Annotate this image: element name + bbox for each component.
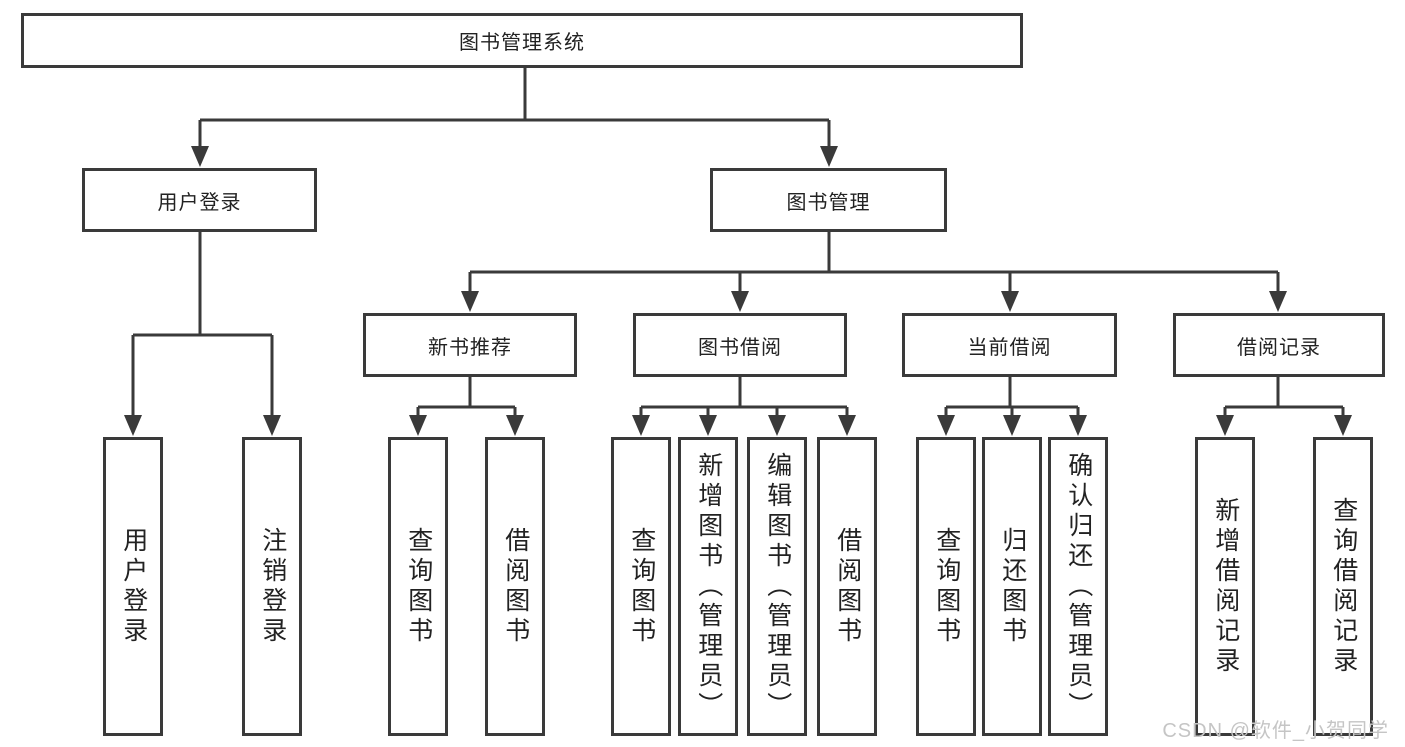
leaf-borrow-books-borrowing: 借阅图书 [817,437,877,736]
leaf-query-books-borrowing: 查询图书 [611,437,671,736]
leaf-borrow-books-recommend: 借阅图书 [485,437,545,736]
arrow-down-icon [1001,291,1019,312]
arrow-down-icon [506,415,524,436]
node-label: 图书管理系统 [459,32,585,54]
leaf-label: 用户登录 [119,526,148,647]
leaf-query-borrow-record: 查询借阅记录 [1313,437,1373,736]
node-label: 当前借阅 [967,336,1052,359]
leaf-label: 查询图书 [627,526,656,647]
arrow-down-icon [731,291,749,312]
arrow-down-icon [838,415,856,436]
leaf-label: 注销登录 [258,526,287,647]
arrow-down-icon [1334,415,1352,436]
node-label: 图书管理 [786,191,871,214]
node-label: 借阅记录 [1237,336,1321,359]
leaf-label: 新增借阅记录 [1211,496,1240,677]
leaf-label: 确认归还（管理员） [1064,451,1093,722]
arrow-down-icon [409,415,427,436]
arrow-down-icon [191,146,209,167]
leaf-query-books-recommend: 查询图书 [388,437,448,736]
node-label: 用户登录 [157,191,242,214]
node-library-management-system: 图书管理系统 [21,13,1023,68]
arrow-down-icon [1003,415,1021,436]
arrow-down-icon [632,415,650,436]
connector-arrowheads [124,146,1352,436]
arrow-down-icon [124,415,142,436]
leaf-label: 新增图书（管理员） [694,451,723,722]
arrow-down-icon [820,146,838,167]
arrow-down-icon [1269,291,1287,312]
node-borrowing-records: 借阅记录 [1173,313,1385,377]
arrow-down-icon [1216,415,1234,436]
leaf-edit-book-admin: 编辑图书（管理员） [747,437,807,736]
leaf-label: 查询图书 [404,526,433,647]
node-book-borrowing: 图书借阅 [633,313,847,377]
leaf-query-books-current: 查询图书 [916,437,976,736]
arrow-down-icon [768,415,786,436]
leaf-label: 查询图书 [932,526,961,647]
arrow-down-icon [699,415,717,436]
leaf-confirm-return-admin: 确认归还（管理员） [1048,437,1108,736]
leaf-label: 借阅图书 [501,526,530,647]
arrow-down-icon [461,291,479,312]
leaf-return-book: 归还图书 [982,437,1042,736]
node-label: 图书借阅 [698,336,782,359]
leaf-label: 归还图书 [998,526,1027,647]
leaf-label: 编辑图书（管理员） [763,451,792,722]
node-new-book-recommendation: 新书推荐 [363,313,577,377]
arrow-down-icon [263,415,281,436]
arrow-down-icon [937,415,955,436]
arrow-down-icon [1069,415,1087,436]
leaf-add-borrow-record: 新增借阅记录 [1195,437,1255,736]
csdn-watermark: CSDN @软件_小贺同学 [1162,720,1389,742]
node-label: 新书推荐 [428,336,512,359]
leaf-label: 借阅图书 [833,526,862,647]
leaf-add-book-admin: 新增图书（管理员） [678,437,738,736]
leaf-user-login: 用户登录 [103,437,163,736]
leaf-logout: 注销登录 [242,437,302,736]
leaf-label: 查询借阅记录 [1329,496,1358,677]
node-current-borrowing: 当前借阅 [902,313,1117,377]
node-book-management: 图书管理 [710,168,947,232]
node-user-login: 用户登录 [82,168,317,232]
